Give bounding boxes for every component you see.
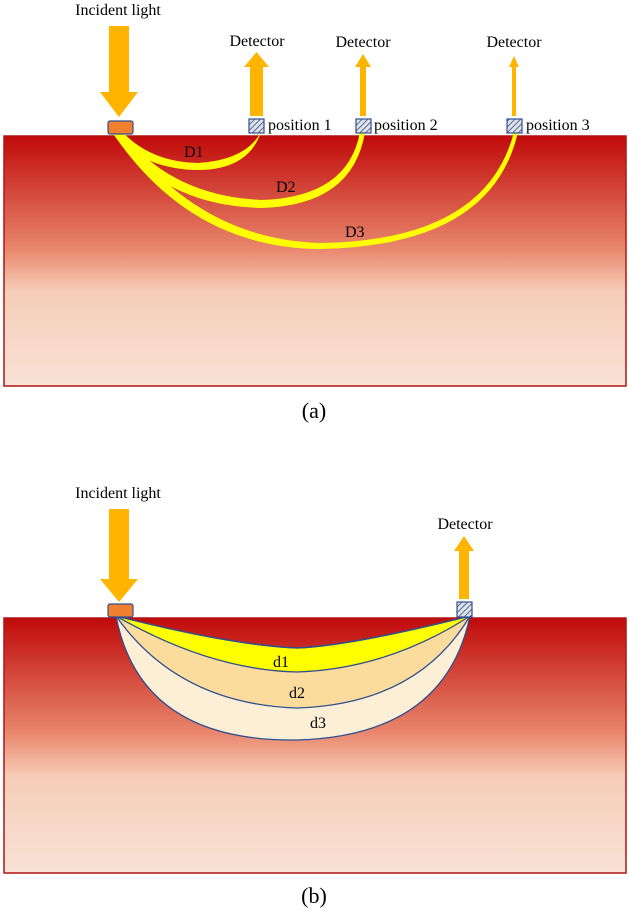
light-path-d1 <box>112 127 261 171</box>
position-label-1: position 1 <box>268 117 332 134</box>
detector-position-3 <box>506 118 523 134</box>
detector-arrow-2 <box>355 54 371 116</box>
detector-position-2 <box>355 118 372 134</box>
incident-arrow-b <box>100 509 138 602</box>
incident-arrow-a <box>100 26 138 117</box>
position-label-3: position 3 <box>526 117 590 134</box>
path-label-d1: D1 <box>184 144 204 161</box>
detector-b <box>456 601 473 618</box>
light-path-d3 <box>112 127 518 249</box>
incident-light-label-b: Incident light <box>75 485 161 502</box>
caption-a: (a) <box>302 398 326 423</box>
layer-label-d2: d2 <box>289 685 305 702</box>
detector-arrow-b <box>454 536 474 599</box>
path-label-d2: D2 <box>276 179 296 196</box>
light-path-d2 <box>112 127 365 208</box>
detector-label-3: Detector <box>486 34 542 51</box>
path-label-d3: D3 <box>345 224 365 241</box>
panel-a: Incident light Detector Detector Detecto… <box>3 2 627 423</box>
tissue-block-a <box>3 135 627 387</box>
layer-top-edge <box>115 615 471 649</box>
panel-b: Incident light Detector d1 d2 d3 (b) <box>3 485 627 908</box>
incident-light-label-a: Incident light <box>75 2 161 19</box>
detector-label-b: Detector <box>437 516 493 533</box>
caption-b: (b) <box>301 883 327 908</box>
detector-label-1: Detector <box>229 33 285 50</box>
layer-label-d3: d3 <box>310 715 326 732</box>
light-source-a <box>107 120 134 135</box>
layer-label-d1: d1 <box>273 654 289 671</box>
detector-arrow-1 <box>244 52 269 116</box>
detector-label-2: Detector <box>335 34 391 51</box>
detector-position-1 <box>248 118 265 134</box>
detector-arrow-3 <box>509 56 519 116</box>
position-label-2: position 2 <box>374 117 438 134</box>
light-source-b <box>107 603 134 618</box>
